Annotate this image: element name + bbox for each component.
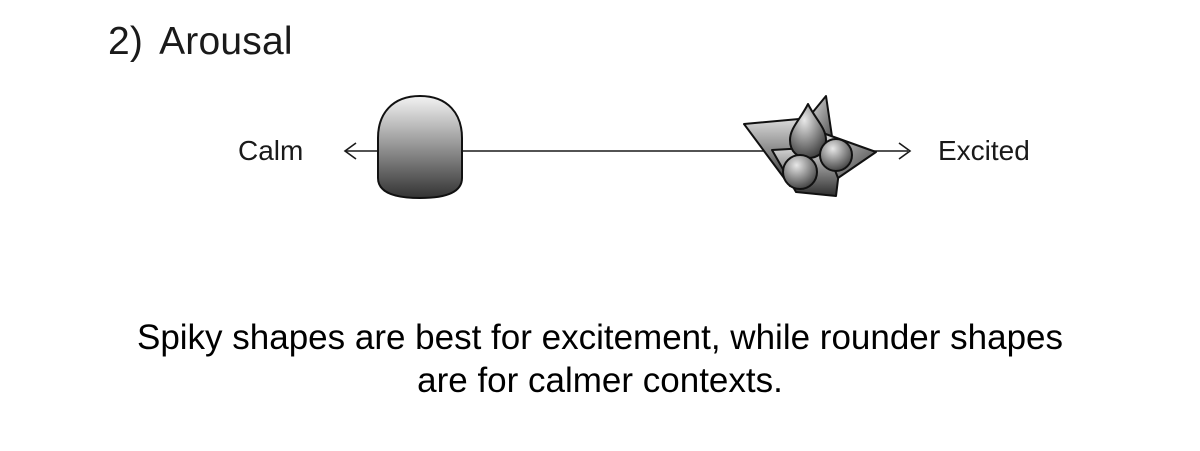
spiky-shape <box>743 95 877 197</box>
excited-label: Excited <box>938 135 1030 166</box>
caption-line-2: are for calmer contexts. <box>417 361 783 400</box>
left-arrowhead <box>343 142 357 160</box>
section-heading: 2) Arousal <box>108 20 293 64</box>
round-shape <box>377 94 463 200</box>
calm-label: Calm <box>238 135 304 166</box>
section-number: 2) <box>108 20 144 63</box>
right-arrowhead <box>898 142 912 160</box>
caption: Spiky shapes are best for excitement, wh… <box>0 316 1200 402</box>
section-title: Arousal <box>159 20 293 63</box>
caption-line-1: Spiky shapes are best for excitement, wh… <box>136 318 1064 357</box>
